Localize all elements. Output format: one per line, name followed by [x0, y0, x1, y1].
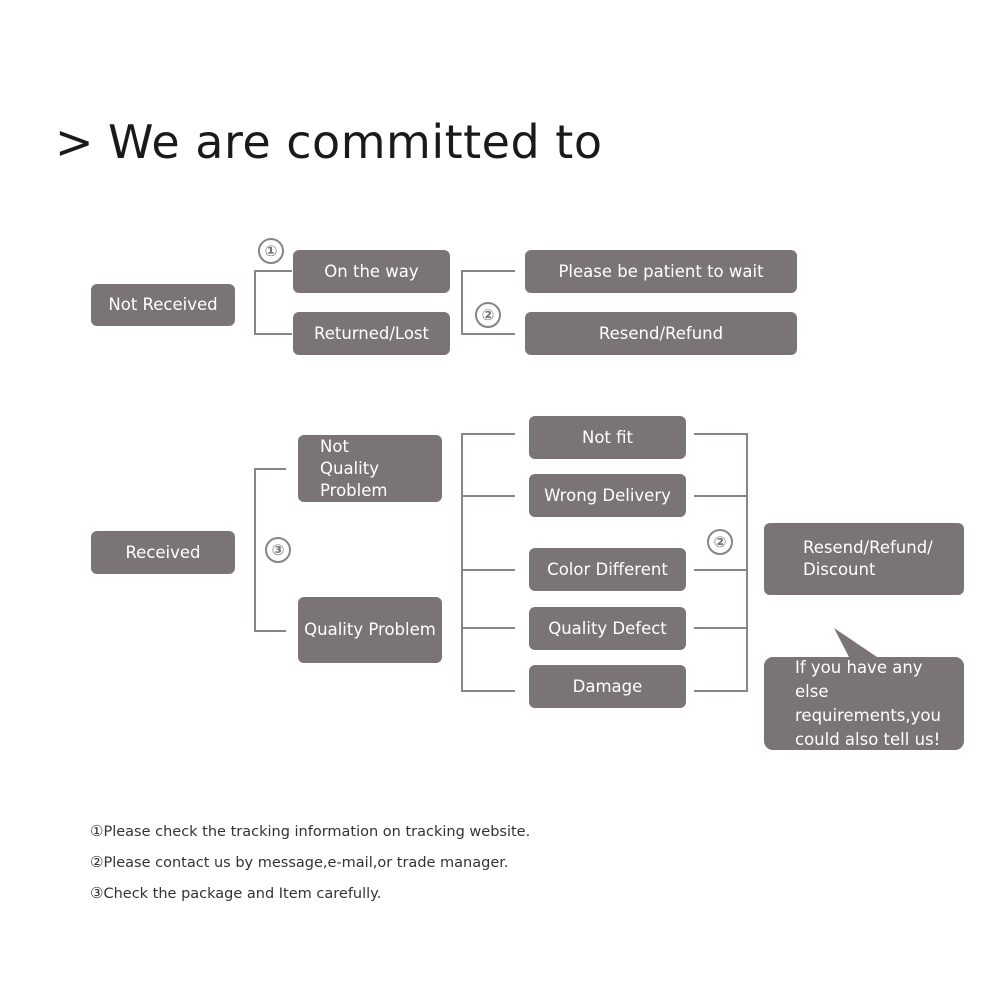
- connector: [694, 690, 748, 692]
- connector: [254, 468, 256, 632]
- note-3: ③Check the package and Item carefully.: [90, 884, 381, 902]
- connector: [461, 433, 515, 435]
- connector: [461, 333, 515, 335]
- step-2-marker: ②: [707, 529, 733, 555]
- connector: [461, 270, 515, 272]
- connector: [461, 433, 463, 692]
- returned-lost-node: Returned/Lost: [293, 312, 450, 355]
- on-the-way-node: On the way: [293, 250, 450, 293]
- connector: [461, 627, 515, 629]
- connector: [694, 569, 748, 571]
- note-2-marker: ②: [90, 853, 104, 871]
- connector: [254, 630, 286, 632]
- issue-not-fit: Not fit: [529, 416, 686, 459]
- callout-tail: [834, 628, 880, 659]
- connector: [746, 433, 748, 692]
- connector: [254, 333, 292, 335]
- callout-bubble: If you have any else requirements,you co…: [764, 657, 964, 750]
- patient-wait-node: Please be patient to wait: [525, 250, 797, 293]
- connector: [254, 270, 256, 335]
- note-3-text: Check the package and Item carefully.: [103, 886, 382, 902]
- connector: [694, 433, 748, 435]
- quality-problem-node: Quality Problem: [298, 597, 442, 663]
- connector: [461, 569, 515, 571]
- issue-wrong-delivery: Wrong Delivery: [529, 474, 686, 517]
- page-title: >We are committed to: [55, 112, 602, 172]
- step-1-marker: ①: [258, 238, 284, 264]
- connector: [694, 627, 748, 629]
- resend-refund-discount-node: Resend/Refund/ Discount: [764, 523, 964, 595]
- note-2: ②Please contact us by message,e-mail,or …: [90, 853, 509, 871]
- step-3-marker: ③: [265, 537, 291, 563]
- received-node: Received: [91, 531, 235, 574]
- note-1-text: Please check the tracking information on…: [103, 824, 531, 840]
- note-3-marker: ③: [90, 884, 104, 902]
- issue-color-different: Color Different: [529, 548, 686, 591]
- issue-quality-defect: Quality Defect: [529, 607, 686, 650]
- issue-damage: Damage: [529, 665, 686, 708]
- page-title-text: We are committed to: [108, 115, 603, 169]
- note-2-text: Please contact us by message,e-mail,or t…: [103, 855, 509, 871]
- resend-refund-node: Resend/Refund: [525, 312, 797, 355]
- connector: [254, 468, 286, 470]
- note-1-marker: ①: [90, 822, 104, 840]
- connector: [254, 270, 292, 272]
- connector: [461, 270, 463, 335]
- not-quality-problem-node: Not Quality Problem: [298, 435, 442, 502]
- chevron-right-icon: >: [55, 115, 95, 169]
- connector: [694, 495, 748, 497]
- not-received-node: Not Received: [91, 284, 235, 326]
- connector: [461, 690, 515, 692]
- note-1: ①Please check the tracking information o…: [90, 822, 530, 840]
- step-2-marker: ②: [475, 302, 501, 328]
- connector: [461, 495, 515, 497]
